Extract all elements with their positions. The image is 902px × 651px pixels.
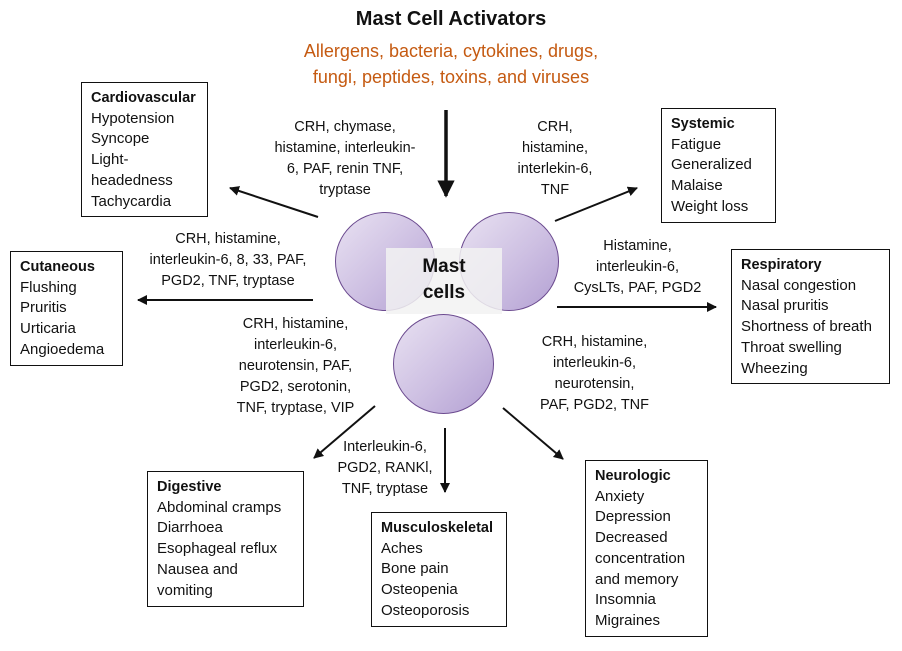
box-item: Angioedema xyxy=(20,340,105,358)
mediator-line: neurotensin, xyxy=(554,376,635,392)
mast-cells-label-line-2: cells xyxy=(422,282,466,303)
box-item: vomiting xyxy=(157,581,213,599)
box-item: and memory xyxy=(595,570,679,588)
box-heading: Neurologic xyxy=(595,468,671,484)
box-item: Flushing xyxy=(20,278,77,296)
box-item: Hypotension xyxy=(91,109,175,127)
mediator-line: Interleukin-6, xyxy=(343,439,427,455)
mediator-line: histamine, interleukin- xyxy=(274,140,416,156)
box-heading: Systemic xyxy=(671,116,735,132)
box-item: Bone pain xyxy=(381,560,449,578)
box-item: Tachycardia xyxy=(91,192,172,210)
mediators-neurologic: CRH, histamine, interleukin-6, neurotens… xyxy=(522,332,667,416)
box-heading: Respiratory xyxy=(741,257,822,273)
mediator-line: histamine, xyxy=(521,140,589,156)
box-item: Depression xyxy=(595,508,671,526)
activators-list: Allergens, bacteria, cytokines, drugs, f… xyxy=(0,38,902,90)
box-item: Generalized xyxy=(671,156,752,174)
mediator-line: interleukin-6, xyxy=(253,337,337,353)
mediator-line: interlekin-6, xyxy=(517,161,593,177)
box-item: Nausea and xyxy=(157,560,238,578)
box-item: Decreased xyxy=(595,529,668,547)
box-cutaneous: Cutaneous Flushing Pruritis Urticaria An… xyxy=(10,251,123,366)
box-item: Abdominal cramps xyxy=(157,498,282,516)
box-neurologic: Neurologic Anxiety Depression Decreased … xyxy=(585,460,708,637)
box-item: concentration xyxy=(595,549,686,567)
mediator-line: Histamine, xyxy=(603,238,672,254)
mediators-digestive: CRH, histamine, interleukin-6, neurotens… xyxy=(218,314,373,419)
activators-line-1: Allergens, bacteria, cytokines, drugs, xyxy=(303,41,599,61)
box-item: Nasal pruritis xyxy=(741,297,829,315)
box-heading: Musculoskeletal xyxy=(381,520,494,536)
mediators-cardiovascular: CRH, chymase, histamine, interleukin- 6,… xyxy=(240,117,450,201)
mast-cells-label: Mast cells xyxy=(386,248,502,314)
box-item: Osteoporosis xyxy=(381,601,470,619)
activators-line-2: fungi, peptides, toxins, and viruses xyxy=(312,67,590,87)
box-item: Anxiety xyxy=(595,487,645,505)
box-item: Shortness of breath xyxy=(741,318,872,336)
mediator-line: interleukin-6, xyxy=(552,355,636,371)
box-item: Syncope xyxy=(91,130,150,148)
box-systemic: Systemic Fatigue Generalized Malaise Wei… xyxy=(661,108,776,223)
mediator-line: TNF, tryptase, VIP xyxy=(236,400,355,416)
box-cardiovascular: Cardiovascular Hypotension Syncope Light… xyxy=(81,82,208,217)
mediator-line: TNF, tryptase xyxy=(341,481,429,497)
box-heading: Cardiovascular xyxy=(91,90,196,106)
mediators-systemic: CRH, histamine, interlekin-6, TNF xyxy=(500,117,610,201)
mast-cell-bottom xyxy=(393,314,494,414)
box-item: Wheezing xyxy=(741,359,808,377)
arrow-to-digestive xyxy=(313,405,376,459)
mediator-line: neurotensin, PAF, xyxy=(238,358,353,374)
mediator-line: PGD2, TNF, tryptase xyxy=(161,273,295,289)
arrow-to-neurologic xyxy=(502,407,564,460)
box-item: Fatigue xyxy=(671,135,722,153)
box-item: Nasal congestion xyxy=(741,276,857,294)
box-item: Migraines xyxy=(595,611,661,629)
mediator-line: CRH, histamine, xyxy=(175,231,281,247)
box-respiratory: Respiratory Nasal congestion Nasal pruri… xyxy=(731,249,890,384)
mediator-line: CRH, chymase, xyxy=(294,119,396,135)
box-item: Light- xyxy=(91,151,129,169)
box-musculoskeletal: Musculoskeletal Aches Bone pain Osteopen… xyxy=(371,512,507,627)
mediator-line: CRH, histamine, xyxy=(242,316,349,332)
box-item: Pruritis xyxy=(20,299,67,317)
mediator-line: CysLTs, PAF, PGD2 xyxy=(573,280,702,296)
box-item: Insomnia xyxy=(595,591,656,609)
box-item: Urticaria xyxy=(20,320,76,338)
box-heading: Cutaneous xyxy=(20,259,95,275)
mediator-line: interleukin-6, 8, 33, PAF, xyxy=(149,252,307,268)
mediator-line: 6, PAF, renin TNF, xyxy=(286,161,404,177)
mediator-line: TNF xyxy=(540,182,570,198)
box-item: headedness xyxy=(91,171,173,189)
box-item: Malaise xyxy=(671,177,723,195)
arrow-to-cardiovascular xyxy=(229,186,319,218)
box-item: Throat swelling xyxy=(741,338,842,356)
mediator-line: CRH, histamine, xyxy=(541,334,648,350)
mediator-line: CRH, xyxy=(537,119,573,135)
mediator-line: PGD2, RANKl, xyxy=(337,460,433,476)
arrow-to-systemic xyxy=(554,186,638,222)
mediators-respiratory: Histamine, interleukin-6, CysLTs, PAF, P… xyxy=(555,236,720,299)
box-item: Osteopenia xyxy=(381,581,458,599)
box-item: Aches xyxy=(381,539,423,557)
box-heading: Digestive xyxy=(157,479,222,495)
box-item: Weight loss xyxy=(671,197,749,215)
box-digestive: Digestive Abdominal cramps Diarrhoea Eso… xyxy=(147,471,304,607)
mediators-musculoskeletal: Interleukin-6, PGD2, RANKl, TNF, tryptas… xyxy=(330,437,440,500)
diagram-title: Mast Cell Activators xyxy=(355,8,547,30)
mediator-line: PGD2, serotonin, xyxy=(239,379,352,395)
mediators-cutaneous: CRH, histamine, interleukin-6, 8, 33, PA… xyxy=(128,229,328,292)
mediator-line: PAF, PGD2, TNF xyxy=(539,397,650,413)
box-item: Esophageal reflux xyxy=(157,540,278,558)
mediator-line: tryptase xyxy=(319,182,371,198)
mediator-line: interleukin-6, xyxy=(595,259,679,275)
mast-cells-label-line-1: Mast xyxy=(422,256,466,277)
box-item: Diarrhoea xyxy=(157,519,223,537)
